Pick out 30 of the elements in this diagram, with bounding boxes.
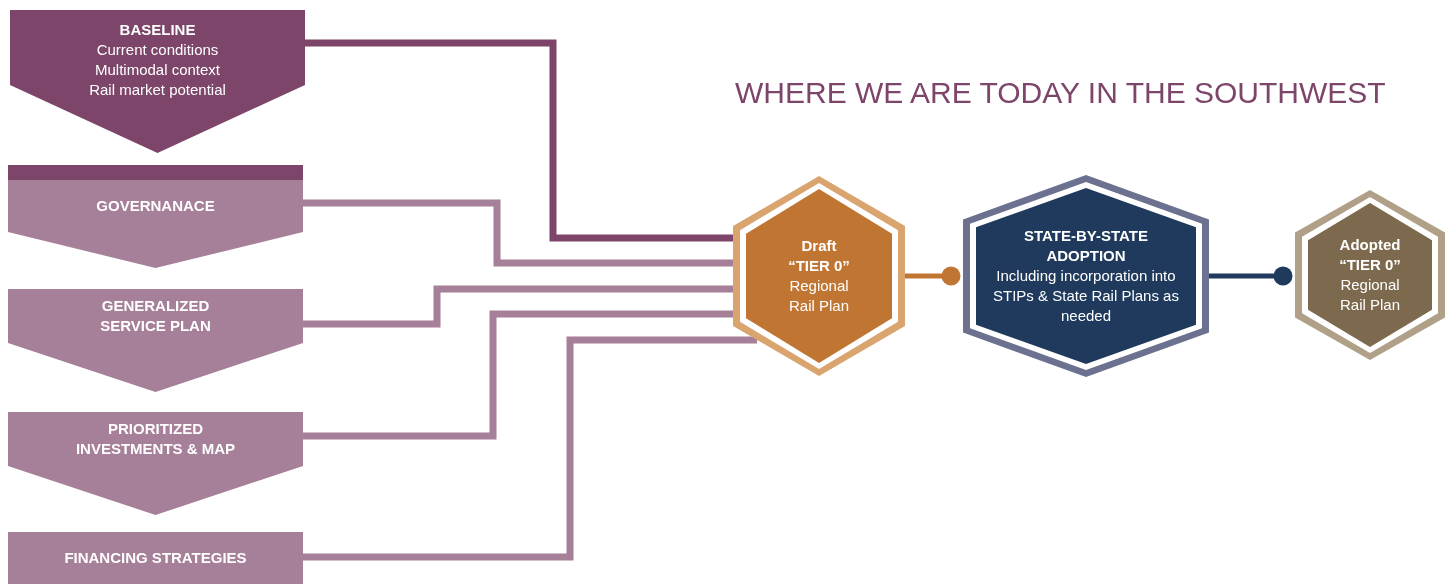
diagram-title: WHERE WE ARE TODAY IN THE SOUTHWEST [735,75,1386,111]
connector-line [303,199,733,267]
node-text: Including incorporation into STIPs & State Rail Plans as needed [992,266,1180,326]
chevron-box [10,10,305,153]
node-heading: STATE-BY-STATE ADOPTION [1023,226,1149,266]
node-text: Rail market potential [89,80,226,100]
process-box [8,532,303,584]
node-heading: FINANCING STRATEGIES [64,548,247,568]
node-text: Regional Rail Plan [1339,275,1401,315]
connector-line [303,285,733,328]
node-text: Regional Rail Plan [788,276,850,316]
node-heading: PRIORITIZED INVESTMENTS & MAP [74,419,237,459]
hexagon-node [963,175,1209,377]
node-heading: Draft “TIER 0” [787,236,851,276]
hexagon-node [1295,190,1445,360]
chevron-box [8,165,303,268]
node-heading: BASELINE [119,20,196,40]
node-text: Multimodal context [94,60,221,80]
connector-line [303,310,733,440]
connector-line [905,266,961,286]
node-heading: Adopted “TIER 0” [1338,235,1402,275]
node-heading: GENERALIZED SERVICE PLAN [99,296,212,336]
connector-line [305,39,733,242]
node-text: Current conditions [96,40,219,60]
chevron-box [8,412,303,515]
hexagon-node [733,176,905,376]
connector-line [1209,266,1293,286]
node-heading: GOVERNANACE [96,196,215,216]
connector-line [303,336,758,561]
chevron-box [8,289,303,392]
